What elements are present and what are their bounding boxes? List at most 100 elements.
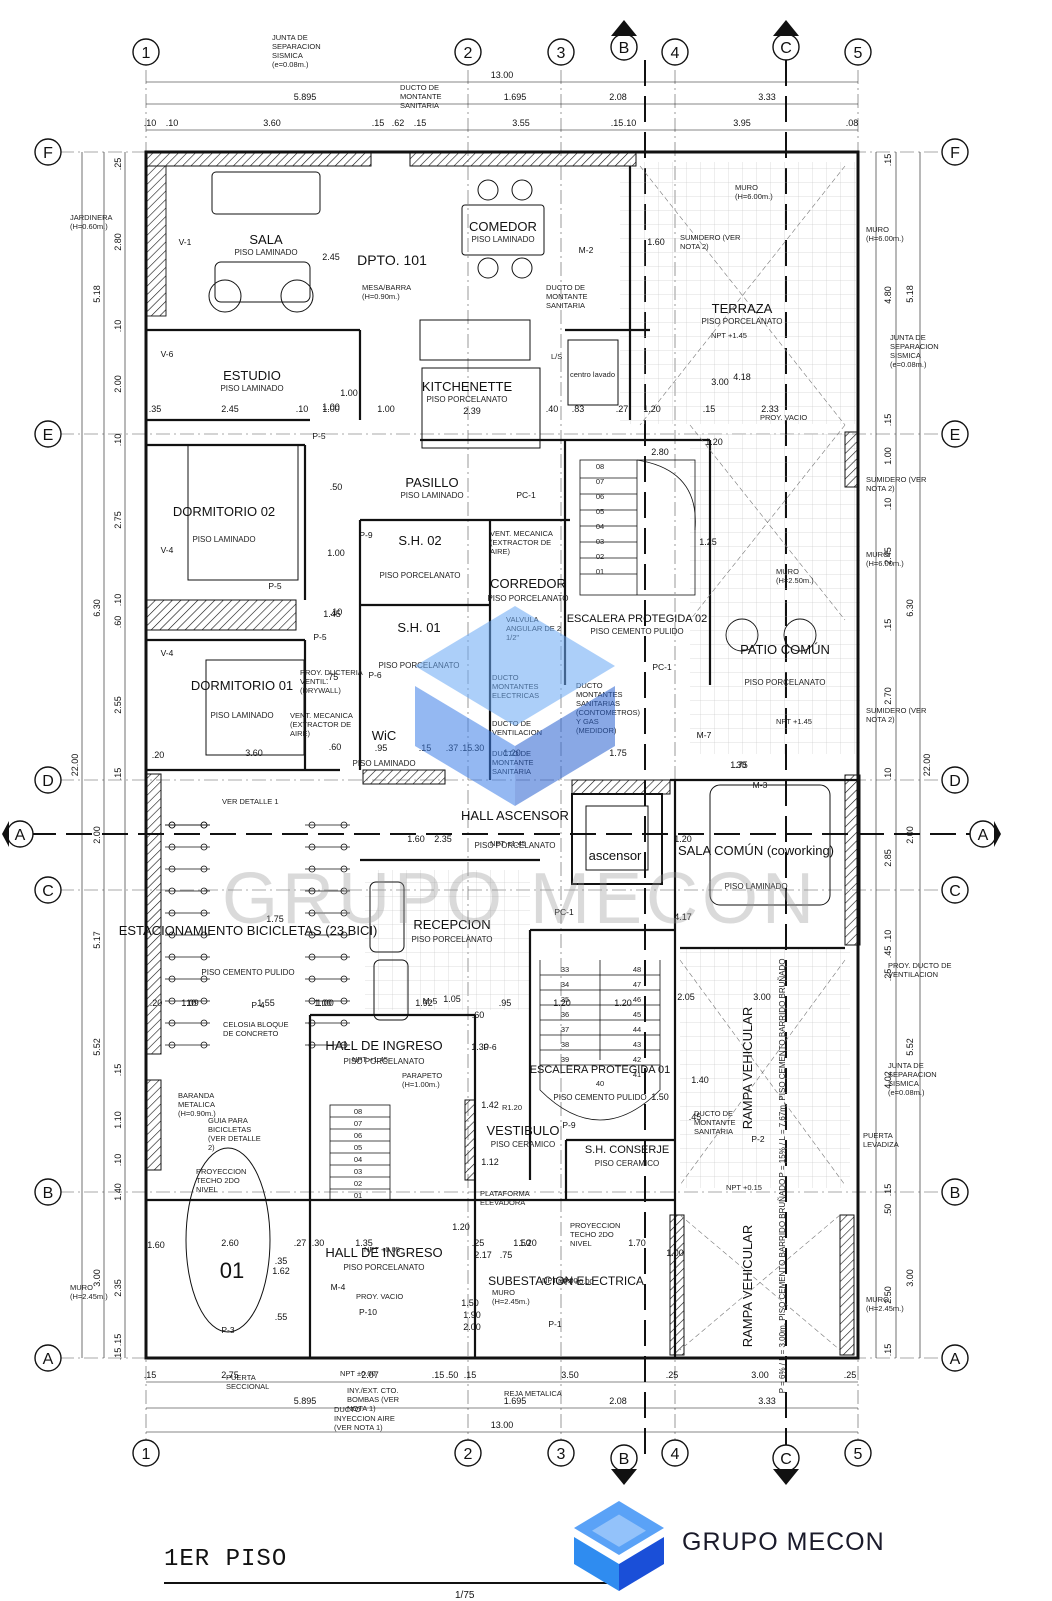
stair-hall-1: 07 <box>354 1119 362 1128</box>
stair-left-4: 37 <box>561 1025 569 1034</box>
dim-total-right: 22.00 <box>922 754 932 777</box>
axis-num-3-bottom: 3 <box>557 1446 566 1463</box>
dim-left-0: 5.18 <box>92 285 102 303</box>
axis-num-3: 3 <box>557 45 566 62</box>
dim-li-12: .10 <box>113 1154 123 1167</box>
dim-ri-7: 2.70 <box>883 687 893 705</box>
note-35: REJA METALICA <box>504 1389 562 1398</box>
tag-1: M-2 <box>579 245 594 255</box>
tag-5: P-5 <box>268 581 282 591</box>
axis-letter-f: F <box>43 145 53 162</box>
inner-dim-74: 1.50 <box>461 1298 479 1308</box>
room-wic: WiC <box>372 728 397 743</box>
dim-left-5: 3.00 <box>92 1269 102 1287</box>
dim-top-0: 5.895 <box>294 92 317 102</box>
inner-dim-9: .40 <box>546 404 559 414</box>
stair-right-7: 41 <box>633 1070 641 1079</box>
inner-dim-8: 2.39 <box>463 406 481 416</box>
dim-ri-17: .15 <box>883 1344 893 1357</box>
stair-upper-2: 03 <box>596 537 604 546</box>
dim-td-3: .15 <box>372 118 385 128</box>
room-pasillo: PASILLO <box>405 475 458 490</box>
tag-7: PC-1 <box>516 490 536 500</box>
tag-23: P-1 <box>548 1319 562 1329</box>
stair-right-4: 44 <box>633 1025 641 1034</box>
dim-li-16: .15 <box>113 1348 123 1361</box>
room-kitchenette: KITCHENETTE <box>422 379 513 394</box>
dim-li-2: .10 <box>113 320 123 333</box>
stair-right-6: 42 <box>633 1055 641 1064</box>
dim-li-11: 1.10 <box>113 1111 123 1129</box>
note-41: MURO(H=2.45m.) <box>866 1295 904 1313</box>
tag-11: M-7 <box>697 730 712 740</box>
inner-dim-79: 3.00 <box>711 377 729 387</box>
room-patio-comun-floor: PISO PORCELANATO <box>744 678 825 687</box>
level-4: NPT +0.05 <box>364 1245 400 1254</box>
watermark-logo <box>395 596 635 816</box>
stair-hall-6: 02 <box>354 1179 362 1188</box>
inner-dim-51: .27 <box>294 1238 307 1248</box>
dim-top-2: 2.08 <box>609 92 627 102</box>
stair-hall-3: 05 <box>354 1143 362 1152</box>
dim-right-0: 5.18 <box>905 285 915 303</box>
dim-td-7: .15 <box>611 118 624 128</box>
note-11: MURO(H=6.00m.) <box>866 550 904 568</box>
stair-left-1: 34 <box>561 980 569 989</box>
tag-17: P-6 <box>483 1042 497 1052</box>
dim-li-0: .25 <box>113 158 123 171</box>
stair-left-0: 33 <box>561 965 569 974</box>
axis-letter-d-right: D <box>949 773 961 790</box>
stair-left-3: 36 <box>561 1010 569 1019</box>
stair-upper-3: 04 <box>596 522 604 531</box>
inner-dim-50: .30 <box>312 1238 325 1248</box>
dim-bd-6: 3.50 <box>561 1370 579 1380</box>
dim-bd-3: .15 <box>432 1370 445 1380</box>
cut-b-top: B <box>619 40 630 57</box>
room-sh-02: S.H. 02 <box>398 533 441 548</box>
stair-upper-0: 01 <box>596 567 604 576</box>
tag-16: M-5 <box>423 996 438 1006</box>
inner-dim-17: 1.25 <box>699 537 717 547</box>
dim-td-1: .10 <box>166 118 179 128</box>
inner-dim-21: 1.45 <box>323 609 341 619</box>
stair-hall-0: 08 <box>354 1107 362 1116</box>
tag-8: P-5 <box>313 632 327 642</box>
axis-num-5-bottom: 5 <box>854 1446 863 1463</box>
dim-bd-8: 3.00 <box>751 1370 769 1380</box>
axis-num-4-bottom: 4 <box>671 1446 680 1463</box>
room-estudio-floor: PISO LAMINADO <box>220 384 283 393</box>
room-dormitorio-01-floor: PISO LAMINADO <box>210 711 273 720</box>
brand-logo <box>565 1496 673 1596</box>
inner-dim-61: 1.42 <box>481 1100 499 1110</box>
room-corredor: CORREDOR <box>490 576 566 591</box>
tag-6: P-9 <box>359 530 373 540</box>
inner-dim-47: 1.50 <box>513 1238 531 1248</box>
tag-21: P-3 <box>221 1325 235 1335</box>
inner-dim-54: 2.17 <box>474 1250 492 1260</box>
axis-letter-a: A <box>43 1351 54 1368</box>
watermark-text: GRUPO MECON <box>222 858 818 940</box>
inner-dim-16: 1.20 <box>705 437 723 447</box>
level-7: NPT +0.15 <box>726 1183 762 1192</box>
room-sh-02-floor: PISO PORCELANATO <box>379 571 460 580</box>
room-terraza-floor: PISO PORCELANATO <box>701 317 782 326</box>
room-rampa-1-floor: P = 15% / L = 7.67m. PISO CEMENTO BARRID… <box>778 958 787 1177</box>
inner-dim-32: .20 <box>152 750 165 760</box>
dim-li-1: 2.80 <box>113 233 123 251</box>
inner-dim-7: 1.00 <box>377 404 395 414</box>
axis-letter-b: B <box>43 1185 54 1202</box>
axis-letter-d: D <box>42 773 54 790</box>
title-underline <box>164 1582 614 1584</box>
dim-td-4: .62 <box>392 118 405 128</box>
inner-dim-55: 1.05 <box>443 994 461 1004</box>
dim-total-left: 22.00 <box>70 754 80 777</box>
tag-15: P-4 <box>251 1000 265 1010</box>
room-sala: SALA <box>249 232 283 247</box>
cut-a-left: A <box>15 827 26 844</box>
